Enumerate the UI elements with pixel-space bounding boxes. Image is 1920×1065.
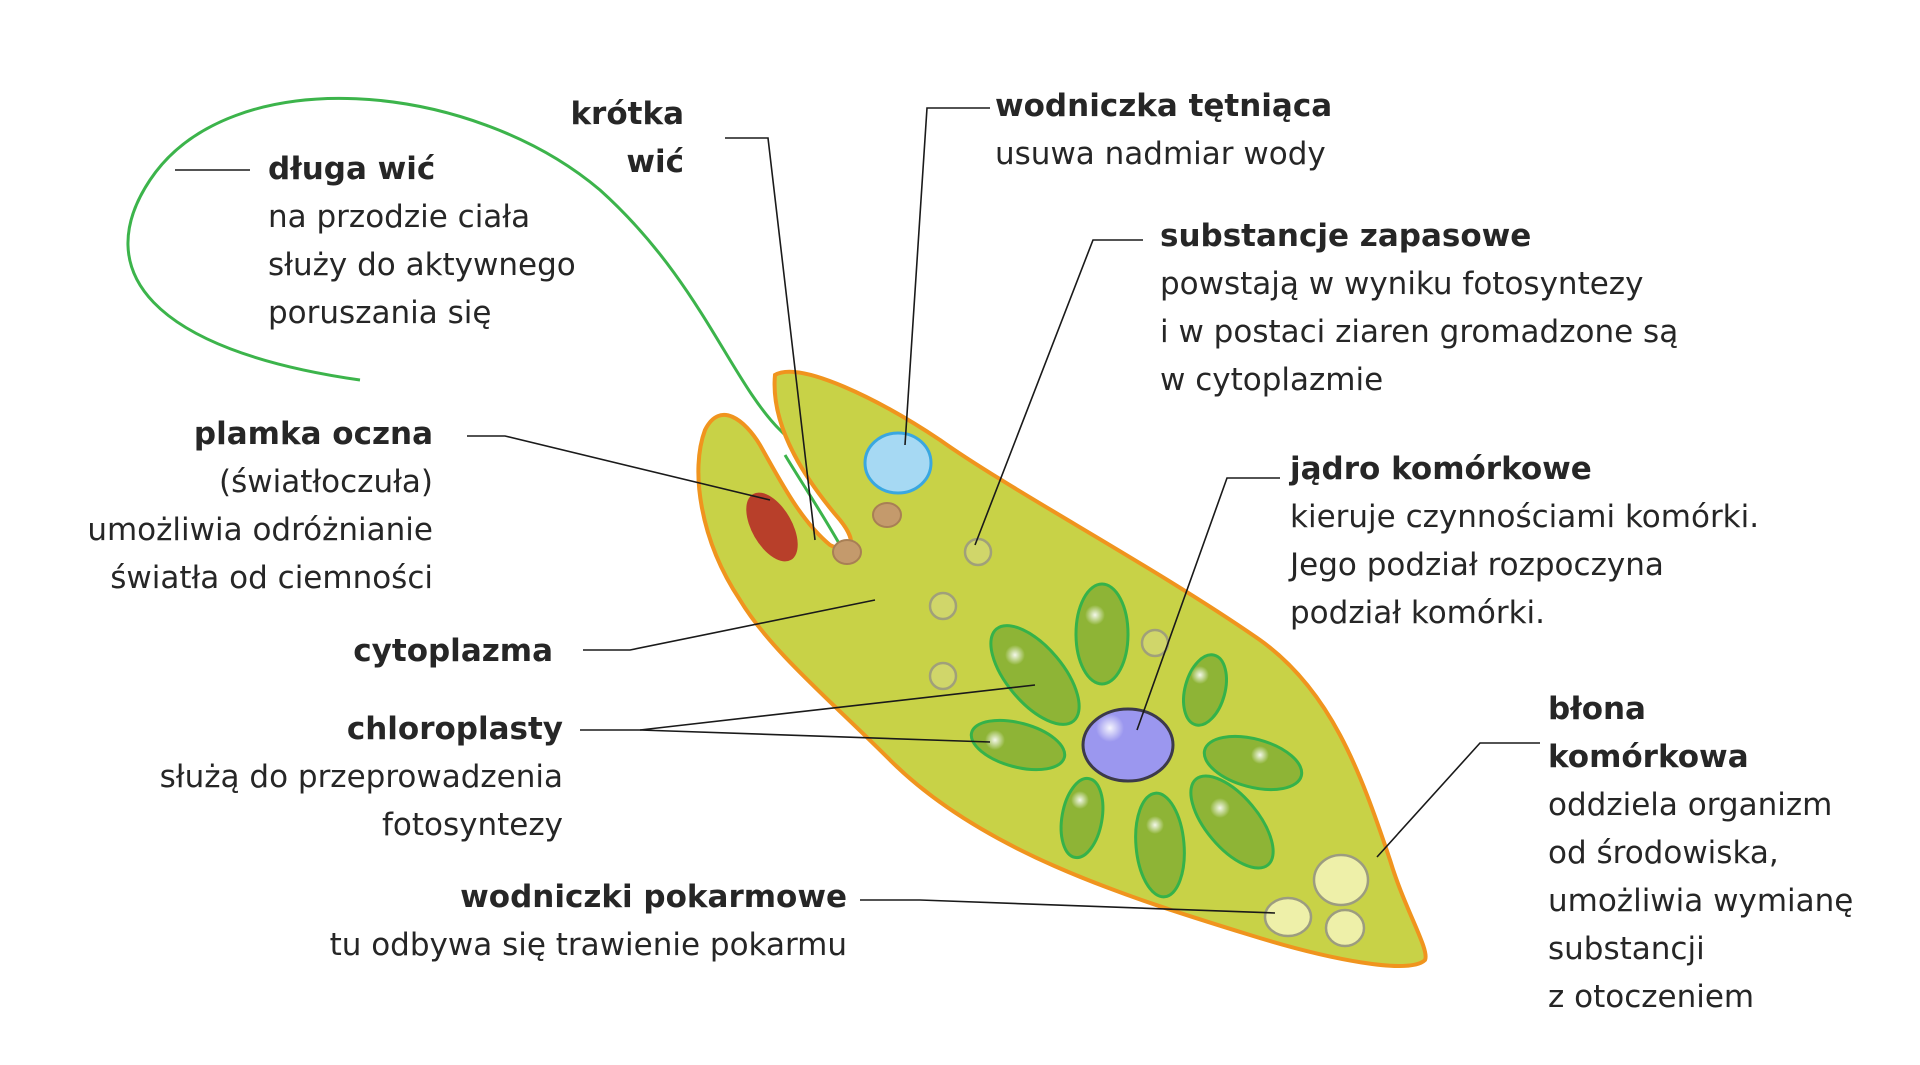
label-title: błona xyxy=(1548,691,1646,727)
label-chloroplasts: chloroplasty służą do przeprowadzenia fo… xyxy=(160,705,563,849)
basal-body xyxy=(832,539,862,565)
nucleus xyxy=(1081,707,1175,783)
label-desc-line: poruszania się xyxy=(268,295,492,331)
long-flagellum xyxy=(126,96,876,512)
leader-line-membrane xyxy=(1376,742,1540,858)
label-eyespot: plamka oczna (światłoczuła) umożliwia od… xyxy=(87,410,433,602)
leader-line-contractile-vacuole xyxy=(904,107,990,446)
label-title: jądro komórkowe xyxy=(1290,451,1592,487)
leader-line-chloroplasts-b xyxy=(639,729,991,743)
label-desc-line: powstają w wyniku fotosyntezy xyxy=(1160,266,1644,302)
leader-line-cytoplasm xyxy=(583,599,876,651)
label-title: plamka oczna xyxy=(193,416,433,452)
label-desc-line: substancji xyxy=(1548,931,1705,967)
chloroplast xyxy=(1202,734,1304,792)
label-desc-line: oddziela organizm xyxy=(1548,787,1833,823)
label-desc-line: usuwa nadmiar wody xyxy=(995,136,1326,172)
label-title: krótka xyxy=(570,96,684,132)
contractile-vacuole xyxy=(863,431,933,495)
label-desc-line: i w postaci ziaren gromadzone są xyxy=(1160,314,1679,350)
label-desc-line: fotosyntezy xyxy=(382,807,563,843)
reserve-granules xyxy=(928,537,1170,691)
leader-lines xyxy=(175,107,1540,914)
label-desc-line: podział komórki. xyxy=(1290,595,1546,631)
label-desc-line: kieruje czynnościami komórki. xyxy=(1290,499,1760,535)
label-desc-line: tu odbywa się trawienie pokarmu xyxy=(329,927,847,963)
label-nucleus: jądro komórkowe kieruje czynnościami kom… xyxy=(1290,445,1759,637)
label-title: chloroplasty xyxy=(346,711,563,747)
chloroplast xyxy=(1189,774,1275,870)
chloroplasts xyxy=(969,582,1304,899)
label-desc-line: z otoczeniem xyxy=(1548,979,1755,1015)
label-desc-line: Jego podział rozpoczyna xyxy=(1290,547,1664,583)
leader-line-nucleus xyxy=(1136,477,1280,731)
chloroplast xyxy=(969,718,1067,772)
leader-line-reserve xyxy=(974,239,1143,546)
chloroplast xyxy=(1074,582,1130,686)
chloroplast xyxy=(1182,653,1228,727)
reserve-granule xyxy=(928,661,958,691)
label-reserve-substances: substancje zapasowe powstają w wyniku fo… xyxy=(1160,212,1678,404)
chloroplast xyxy=(989,624,1081,726)
basal-body xyxy=(872,502,902,528)
reserve-granule xyxy=(963,537,993,567)
label-title: wić xyxy=(626,144,684,180)
label-desc-line: (światłoczuła) xyxy=(218,464,433,500)
label-cytoplasm: cytoplazma xyxy=(353,627,553,675)
food-vacuole xyxy=(1263,896,1313,938)
label-desc-line: umożliwia wymianę xyxy=(1548,883,1854,919)
label-contractile-vacuole: wodniczka tętniąca usuwa nadmiar wody xyxy=(995,82,1332,178)
label-title: substancje zapasowe xyxy=(1160,218,1532,254)
label-desc-line: na przodzie ciała xyxy=(268,199,531,235)
label-cell-membrane: błona komórkowa oddziela organizm od śro… xyxy=(1548,685,1853,1021)
label-title: długa wić xyxy=(268,151,436,187)
label-desc-line: światła od ciemności xyxy=(110,560,433,596)
food-vacuoles xyxy=(1263,853,1370,948)
label-desc-line: w cytoplazmie xyxy=(1160,362,1384,398)
chloroplast xyxy=(1059,776,1105,860)
leader-line-short-flagellum xyxy=(725,137,816,541)
label-desc-line: służy do aktywnego xyxy=(268,247,576,283)
leader-line-eyespot xyxy=(467,435,771,501)
label-short-flagellum: krótka wić xyxy=(570,90,684,186)
label-long-flagellum: długa wić na przodzie ciała służy do akt… xyxy=(268,145,576,337)
label-desc-line: od środowiska, xyxy=(1548,835,1779,871)
label-title: cytoplazma xyxy=(353,633,553,669)
label-desc-line: umożliwia odróżnianie xyxy=(87,512,433,548)
label-food-vacuoles: wodniczki pokarmowe tu odbywa się trawie… xyxy=(330,873,847,969)
label-title: komórkowa xyxy=(1548,739,1749,775)
leader-line-food-vacuoles xyxy=(860,899,1276,914)
food-vacuole xyxy=(1312,853,1370,907)
label-title: wodniczki pokarmowe xyxy=(460,879,847,915)
label-desc-line: służą do przeprowadzenia xyxy=(159,759,563,795)
chloroplast xyxy=(1134,791,1186,899)
eyespot xyxy=(746,492,798,562)
reserve-granule xyxy=(928,591,958,621)
label-title: wodniczka tętniąca xyxy=(995,88,1333,124)
food-vacuole xyxy=(1324,908,1366,948)
